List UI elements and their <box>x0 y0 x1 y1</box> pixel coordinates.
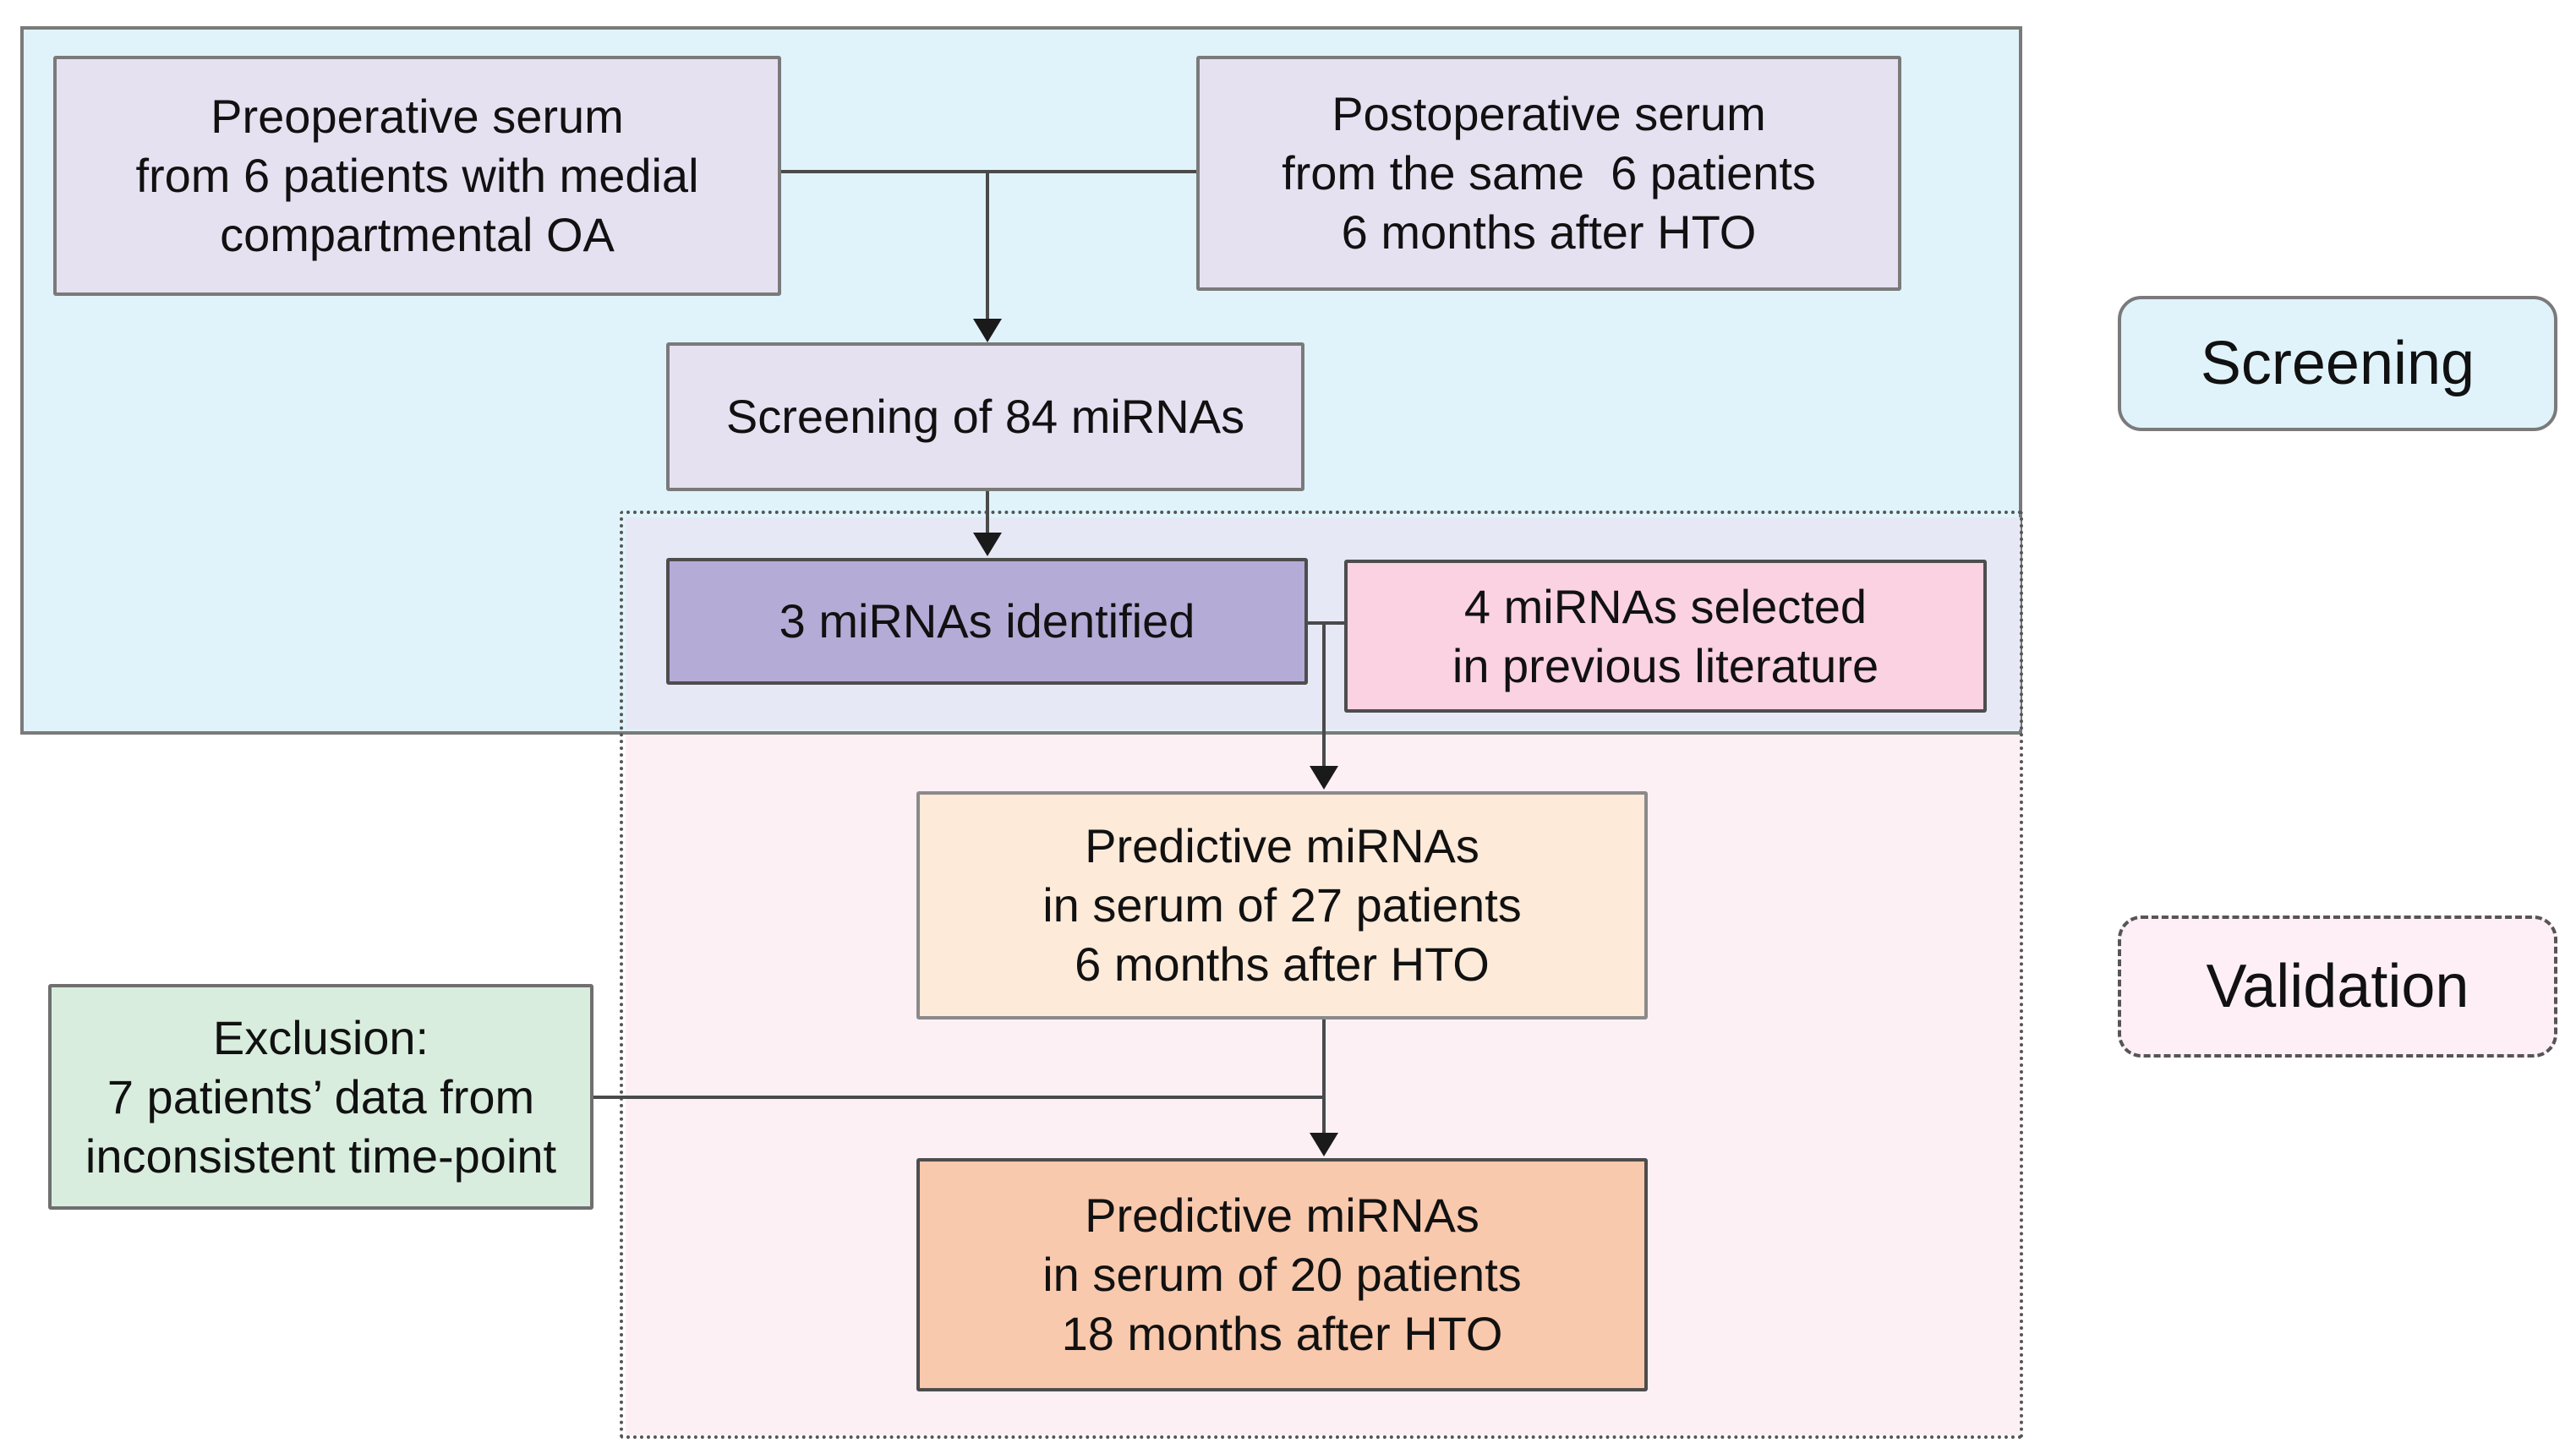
postoperative-serum-label: Postoperative serum from the same 6 pati… <box>1282 87 1816 259</box>
preoperative-serum-label: Preoperative serum from 6 patients with … <box>135 90 699 261</box>
legend-screening-label: Screening <box>2200 330 2475 397</box>
postoperative-serum-box: Postoperative serum from the same 6 pati… <box>1196 56 1901 291</box>
3-mirnas-identified-label: 3 miRNAs identified <box>779 594 1195 648</box>
arrowhead-predictive20 <box>1310 1133 1338 1156</box>
connector-predictive27-predictive20 <box>1322 1019 1326 1134</box>
predictive-20-patients-box: Predictive miRNAs in serum of 20 patient… <box>916 1158 1648 1391</box>
connector-down-to-screening84 <box>986 170 989 320</box>
4-mirnas-selected-box: 4 miRNAs selected in previous literature <box>1344 560 1987 713</box>
screening-84-mirnas-box: Screening of 84 miRNAs <box>666 342 1304 491</box>
exclusion-label: Exclusion: 7 patients’ data from inconsi… <box>85 1010 557 1183</box>
exclusion-box: Exclusion: 7 patients’ data from inconsi… <box>48 984 593 1210</box>
arrowhead-identified3 <box>973 533 1002 556</box>
preoperative-serum-box: Preoperative serum from 6 patients with … <box>53 56 781 296</box>
screening-84-mirnas-label: Screening of 84 miRNAs <box>725 390 1245 443</box>
legend-validation-label: Validation <box>2206 953 2469 1020</box>
legend-validation: Validation <box>2118 916 2557 1058</box>
arrowhead-screening84 <box>973 319 1002 342</box>
legend-screening: Screening <box>2118 296 2557 431</box>
connector-identified3-selected4 <box>1308 621 1346 625</box>
predictive-27-patients-box: Predictive miRNAs in serum of 27 patient… <box>916 791 1648 1019</box>
arrowhead-predictive27 <box>1310 766 1338 790</box>
4-mirnas-selected-label: 4 miRNAs selected in previous literature <box>1452 579 1879 692</box>
predictive-20-patients-label: Predictive miRNAs in serum of 20 patient… <box>1042 1189 1522 1360</box>
3-mirnas-identified-box: 3 miRNAs identified <box>666 558 1308 685</box>
connector-down-to-predictive27 <box>1322 621 1326 768</box>
predictive-27-patients-label: Predictive miRNAs in serum of 27 patient… <box>1042 819 1522 991</box>
validation-region-border <box>620 511 2023 1439</box>
connector-screening84-identified3 <box>986 491 989 534</box>
connector-exclusion-join <box>593 1096 1326 1099</box>
